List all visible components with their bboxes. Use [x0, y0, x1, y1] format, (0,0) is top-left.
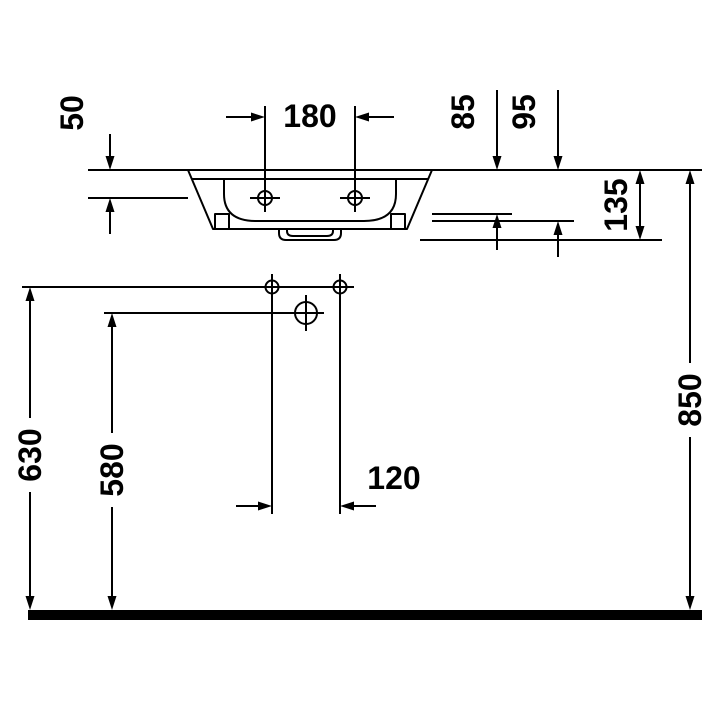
dim-135-lines [420, 184, 662, 241]
siphon-cover-inner-line [286, 229, 334, 237]
siphon-cover-outline [278, 229, 342, 241]
basin-bowl-outline [223, 179, 397, 222]
basin-foot-right [390, 213, 406, 230]
dim-50: 50 [54, 95, 188, 234]
washbasin-front-view [187, 169, 433, 241]
dim-95-arrows [553, 156, 563, 235]
dim-label-135: 135 [598, 178, 634, 231]
dim-label-50: 50 [54, 95, 90, 131]
dim-label-630: 630 [12, 428, 48, 481]
dim-580: 580 [94, 312, 324, 610]
dim-180: 180 [226, 98, 394, 212]
dim-580-lines [104, 312, 324, 596]
dim-630-lines [22, 286, 354, 596]
dim-95-lines [432, 90, 574, 257]
dim-label-850: 850 [672, 373, 708, 426]
mounting-holes [264, 279, 348, 331]
dim-850: 850 [432, 169, 708, 610]
basin-foot-left [214, 213, 230, 230]
dim-180-extension-lines [264, 106, 356, 212]
dim-85-arrows [492, 156, 502, 228]
dim-120-extension-lines [271, 274, 341, 514]
floor-line [28, 610, 702, 620]
dim-50-extension-lines [88, 169, 188, 199]
dim-135: 135 [420, 170, 662, 241]
dim-50-arrows [105, 156, 115, 212]
dim-95: 95 [432, 90, 574, 257]
dim-85: 85 [432, 90, 512, 250]
dim-630: 630 [12, 286, 354, 610]
dim-850-lines [432, 169, 702, 596]
dim-label-85: 85 [445, 94, 481, 130]
dim-label-580: 580 [94, 443, 130, 496]
floor-bar [28, 610, 702, 620]
dim-120: 120 [236, 274, 421, 514]
basin-outline [187, 169, 433, 230]
dim-label-95: 95 [506, 94, 542, 130]
dim-85-lines [432, 90, 512, 250]
dim-label-180: 180 [283, 98, 336, 134]
dim-135-arrows [635, 170, 645, 240]
dim-label-120: 120 [367, 460, 420, 496]
